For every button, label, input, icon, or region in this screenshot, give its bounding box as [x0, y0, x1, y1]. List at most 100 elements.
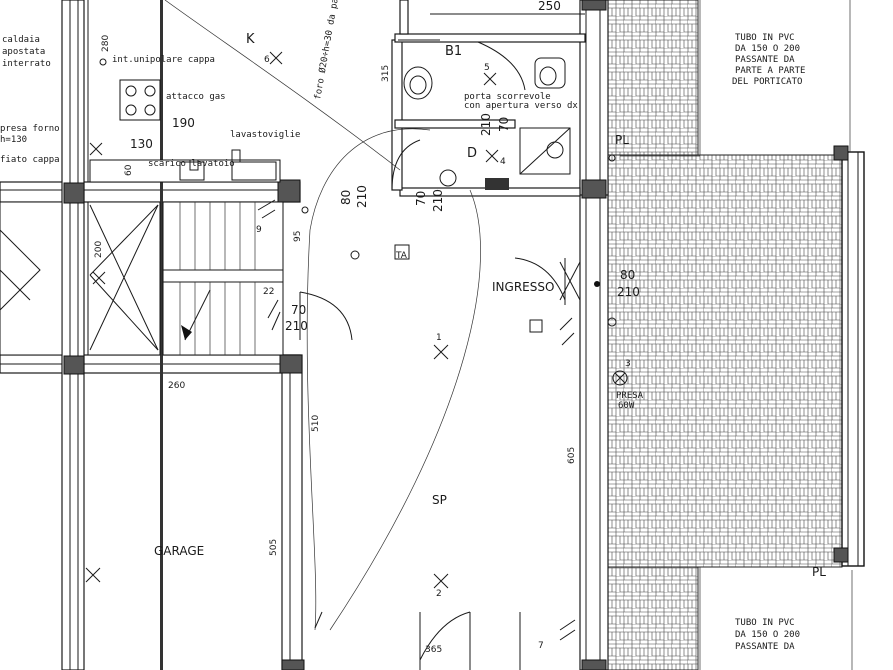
paved-porch [607, 154, 843, 568]
washbasin [403, 66, 433, 100]
note-caldaia-1: caldaia [2, 35, 40, 45]
room-label-garage: GARAGE [154, 544, 204, 558]
note-presa-1: PRESA [616, 391, 644, 401]
note-int-unipolare: int.unipolare cappa [112, 55, 215, 65]
marker-4: 4 [500, 157, 506, 167]
dimension-210-a: 210 [355, 185, 369, 208]
room-label-ingresso: INGRESSO [492, 280, 554, 294]
outlet-icon [350, 250, 360, 260]
note-caldaia-3: interrato [2, 59, 51, 69]
marker-6: 6 [264, 55, 270, 65]
note-h130: h=130 [0, 135, 27, 145]
dimension-260: 260 [168, 381, 185, 391]
column [63, 355, 85, 375]
marker-5: 5 [484, 63, 490, 73]
note-tubo-top-1: TUBO IN PVC [735, 33, 795, 43]
wall-stair-east [160, 0, 163, 670]
note-porta-scorrevole-2: con apertura verso dx [464, 101, 578, 111]
dimension-280: 280 [101, 35, 111, 52]
column [279, 354, 303, 374]
note-tubo-bot-1: TUBO IN PVC [735, 618, 795, 628]
wall-west-a [61, 0, 85, 670]
room-label-k: K [246, 32, 255, 47]
wall-kitchen-south [0, 181, 301, 203]
dimension-190: 190 [172, 116, 195, 130]
note-ta: TA [395, 251, 408, 261]
dimension-365: 365 [425, 645, 442, 655]
light-fixture-icon [612, 370, 628, 386]
note-tubo-top-5: DEL PORTICATO [732, 77, 802, 87]
marker-3: 3 [625, 359, 631, 369]
dimension-60: 60 [124, 164, 134, 176]
dimension-200: 200 [94, 241, 104, 258]
column [277, 179, 301, 203]
marker-2: 2 [436, 589, 442, 599]
note-porta-scorrevole-1: porta scorrevole [464, 92, 551, 102]
exterior-wall-east-upper [579, 0, 609, 196]
bathroom-fixtures [403, 57, 571, 190]
note-tubo-top-3: PASSANTE DA [735, 55, 795, 65]
column [581, 179, 607, 199]
dimension-605: 605 [567, 447, 577, 464]
marker-9: 9 [256, 225, 262, 235]
wall-top-room [399, 0, 409, 35]
room-label-d: D [467, 146, 477, 161]
wall-bath-mid [394, 119, 516, 129]
electrical-symbols [99, 58, 628, 641]
wall-bath-top [394, 33, 586, 43]
note-tubo-top-4: PARTE A PARTE [735, 66, 805, 76]
column [833, 547, 849, 563]
marker-1: 1 [436, 333, 442, 343]
marker-22: 22 [263, 287, 274, 297]
column [281, 659, 305, 670]
dimension-80-b: 80 [620, 268, 635, 282]
dimension-70-a: 70 [414, 191, 428, 206]
exterior-wall-east [579, 179, 609, 670]
note-pl-top: PL [615, 133, 629, 147]
marker-7: 7 [538, 641, 544, 651]
light-points [85, 51, 499, 589]
dimension-510: 510 [311, 415, 321, 432]
note-presa-forno: presa forno [0, 124, 60, 134]
paved-porch-lower [607, 566, 699, 670]
column [581, 0, 607, 11]
note-tubo-bot-2: DA 150 O 200 [735, 630, 800, 640]
note-foro: foro Ø20÷h=30 da pav [312, 0, 342, 101]
note-scarico-lavatoio: scarico lavatoio [148, 159, 235, 169]
dimension-130: 130 [130, 137, 153, 151]
dimension-505: 505 [269, 539, 279, 556]
wc [534, 57, 566, 89]
dimension-315: 315 [381, 65, 391, 82]
note-attacco-gas: attacco gas [166, 92, 226, 102]
note-tubo-bot-3: PASSANTE DA [735, 642, 795, 652]
wiring-lines [164, 0, 700, 631]
note-lavastoviglie: lavastoviglie [230, 130, 300, 140]
dishwasher [231, 161, 277, 181]
porch-column-right [841, 151, 865, 567]
dimension-70-c: 70 [291, 303, 306, 317]
room-label-b1: B1 [445, 44, 462, 59]
dimension-210-c: 210 [479, 113, 493, 136]
column [581, 659, 607, 670]
note-fiato-cappa: fiato cappa [0, 155, 60, 165]
note-caldaia-2: apostata [2, 47, 45, 57]
note-tubo-top-2: DA 150 O 200 [735, 44, 800, 54]
dimension-210-b: 210 [431, 189, 445, 212]
column [63, 182, 85, 204]
dimension-210-d: 210 [285, 319, 308, 333]
dimension-250: 250 [538, 0, 561, 13]
dimension-210-e: 210 [617, 285, 640, 299]
note-presa-2: 60W [618, 401, 635, 411]
staircase [162, 201, 284, 356]
note-pl-bot: PL [812, 565, 826, 579]
dimension-95: 95 [293, 231, 303, 242]
dimension-80-a: 80 [339, 190, 353, 205]
cooktop [119, 79, 161, 121]
room-label-sp: SP [432, 493, 447, 507]
paved-porch-upper [607, 0, 699, 156]
wall-garage-east [281, 354, 303, 670]
boiler-unit [485, 178, 509, 190]
doors [299, 39, 581, 670]
column [833, 145, 849, 161]
